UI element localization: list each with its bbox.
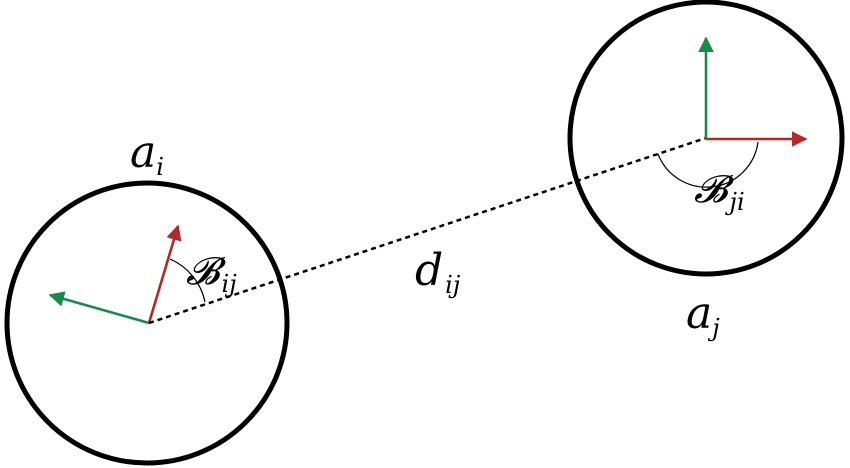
distance-label: dij [415, 245, 461, 299]
agent-j-bearing-label: 𝓑ji [694, 167, 745, 216]
agent-i-label: ai [130, 127, 164, 181]
agent-i-bearing-label: 𝓑ij [186, 249, 237, 298]
agent-i-circle [4, 180, 290, 466]
agent-i-normal-arrow-icon [48, 291, 150, 325]
agent-i: ai 𝓑ij [4, 127, 290, 466]
agent-j-bearing-arc [657, 141, 759, 188]
agent-j-label: aj [686, 288, 720, 342]
agent-j-circle [567, 0, 845, 277]
agent-i-heading-arrow-icon [147, 224, 182, 324]
distance-line [148, 136, 707, 325]
agent-j: 𝓑ji aj [567, 0, 845, 342]
distance: dij [148, 136, 707, 325]
agent-i-bearing-arc [169, 258, 206, 303]
